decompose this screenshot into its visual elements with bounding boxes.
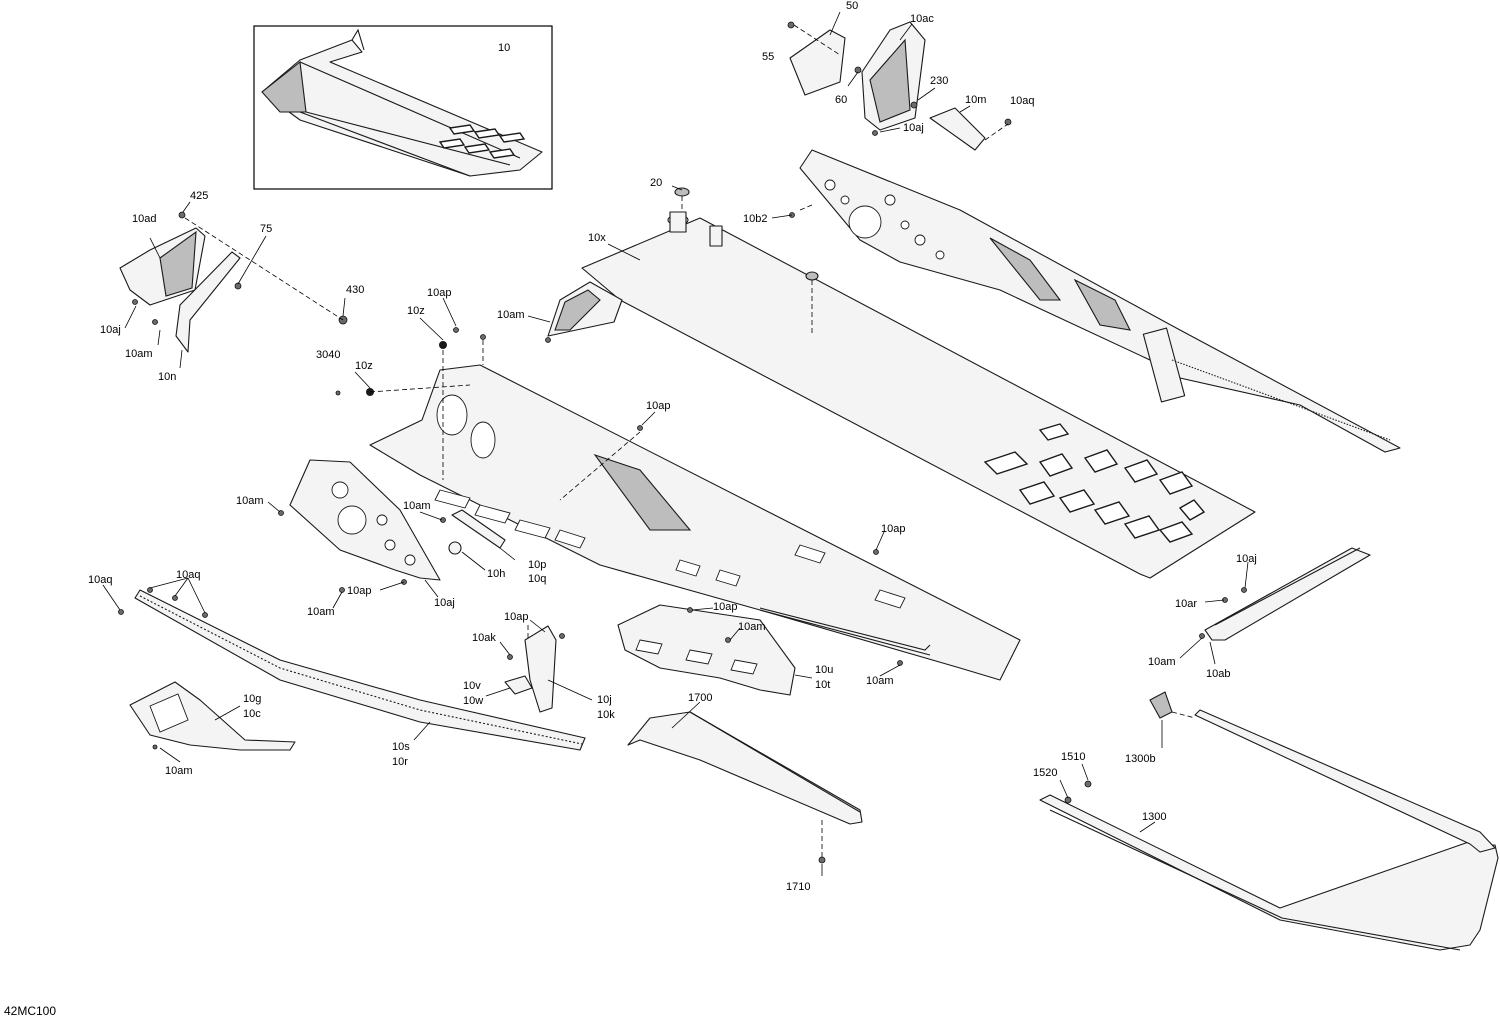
callout-10ap: 10ap	[713, 601, 737, 613]
support-10u	[617, 604, 931, 696]
callout-60: 60	[835, 94, 847, 106]
slide-rail-10s	[134, 589, 586, 751]
callout-10ap: 10ap	[427, 287, 451, 299]
callout-10w: 10w	[463, 695, 483, 707]
callout-75: 75	[260, 223, 272, 235]
leader-lines	[102, 11, 1249, 876]
callout-1300b: 1300b	[1125, 753, 1156, 765]
left-tunnel-side-panel	[369, 364, 1021, 681]
callout-10am: 10am	[866, 675, 894, 687]
callout-10s: 10s	[392, 741, 410, 753]
callout-1300: 1300	[1142, 811, 1166, 823]
inset-callout: 10	[498, 42, 510, 54]
callout-10ap: 10ap	[504, 611, 528, 623]
diagram-code: 42MC100	[4, 1004, 56, 1018]
callout-10k: 10k	[597, 709, 615, 721]
callout-10am: 10am	[403, 500, 431, 512]
callout-10am: 10am	[1148, 656, 1176, 668]
rear-upper-bracket	[789, 21, 986, 151]
callout-10aj: 10aj	[1236, 553, 1257, 565]
callout-10u: 10u	[815, 664, 833, 676]
callout-10ak: 10ak	[472, 632, 496, 644]
callout-10ap: 10ap	[881, 523, 905, 535]
callout-labels: 10 50 10ac 55 60 230 10m 10aq 10aj 20 10…	[4, 0, 1257, 1018]
callout-10aj: 10aj	[434, 597, 455, 609]
callout-430: 430	[346, 284, 364, 296]
callout-10h: 10h	[487, 568, 505, 580]
callout-10ap: 10ap	[646, 400, 670, 412]
callout-10am: 10am	[165, 765, 193, 777]
callout-10m: 10m	[965, 94, 986, 106]
callout-50: 50	[846, 0, 858, 12]
rear-rail-10ab	[1204, 547, 1371, 641]
callout-10z: 10z	[407, 305, 425, 317]
inset-overview	[253, 25, 553, 190]
callout-10q: 10q	[528, 573, 546, 585]
callout-10g: 10g	[243, 693, 261, 705]
rear-bumper-1300	[1039, 691, 1499, 951]
front-left-bracket	[119, 227, 241, 353]
tunnel-top-plate	[547, 187, 1256, 579]
callout-1520: 1520	[1033, 767, 1057, 779]
callout-10ad: 10ad	[132, 213, 156, 225]
callout-10aj: 10aj	[100, 324, 121, 336]
callout-10ar: 10ar	[1175, 598, 1197, 610]
callout-10r: 10r	[392, 756, 408, 768]
callout-10am: 10am	[125, 348, 153, 360]
callout-425: 425	[190, 190, 208, 202]
left-inner-plate	[289, 459, 441, 581]
callout-3040: 3040	[316, 349, 340, 361]
callout-10c: 10c	[243, 708, 261, 720]
callout-10ab: 10ab	[1206, 668, 1230, 680]
callout-10v: 10v	[463, 680, 481, 692]
right-tunnel-side-panel	[799, 149, 1401, 453]
callout-10t: 10t	[815, 679, 830, 691]
callout-10am: 10am	[236, 495, 264, 507]
rear-bumper-1700	[627, 711, 863, 825]
callout-55: 55	[762, 51, 774, 63]
callout-10ap: 10ap	[347, 585, 371, 597]
tunnel-slots	[983, 423, 1206, 543]
bracket-10j	[504, 625, 557, 713]
callout-10b2: 10b2	[743, 213, 767, 225]
callout-20: 20	[650, 177, 662, 189]
callout-1700: 1700	[688, 692, 712, 704]
callout-10am: 10am	[738, 621, 766, 633]
callout-10am: 10am	[497, 309, 525, 321]
bracket-10g	[129, 681, 296, 751]
callout-10p: 10p	[528, 559, 546, 571]
callout-230: 230	[930, 75, 948, 87]
callout-10ac: 10ac	[910, 13, 934, 25]
callout-1510: 1510	[1061, 751, 1085, 763]
callout-10j: 10j	[597, 694, 612, 706]
callout-10x: 10x	[588, 232, 606, 244]
callout-1710: 1710	[786, 881, 810, 893]
callout-10aq: 10aq	[1010, 95, 1034, 107]
bracket-10p	[448, 509, 506, 555]
callout-10am: 10am	[307, 606, 335, 618]
callout-10aj: 10aj	[903, 122, 924, 134]
callout-10aq: 10aq	[176, 569, 200, 581]
callout-10aq: 10aq	[88, 574, 112, 586]
callout-10n: 10n	[158, 371, 176, 383]
callout-10z: 10z	[355, 360, 373, 372]
